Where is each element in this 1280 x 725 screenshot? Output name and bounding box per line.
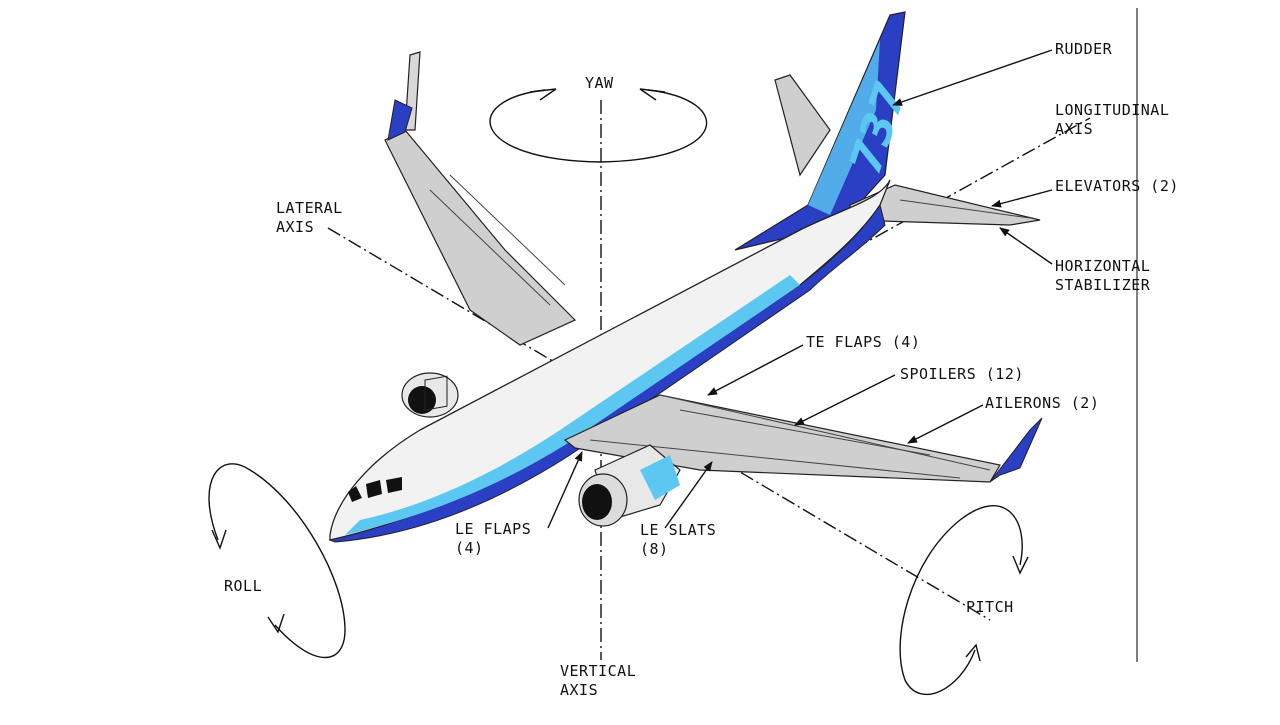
roll-arrowhead-bottom [267, 613, 285, 634]
pitch-arrowhead-bottom [965, 643, 981, 662]
yaw-rotation-arc [489, 89, 708, 163]
le-flaps-label-line1: LE FLAPS [455, 520, 532, 538]
vertical-axis-label-line2: AXIS [560, 681, 599, 699]
cockpit-window-2 [366, 480, 382, 498]
le-slats-leader [664, 461, 713, 529]
aircraft-illustration: 737 [328, 11, 1043, 543]
lateral-axis-label-line1: LATERAL [276, 199, 343, 217]
right-engine-livery [640, 455, 680, 500]
forward-door [424, 375, 448, 411]
te-flaps-leader [707, 344, 804, 396]
rudder-leader [892, 49, 1053, 106]
le-flaps-leader [547, 451, 583, 529]
roll-arrowhead-top [211, 529, 227, 550]
le-slats-label-line2: (8) [640, 540, 669, 558]
pitch-rotation-arc [899, 505, 1023, 696]
pitch-arrowhead-top [1012, 555, 1029, 575]
spoilers-leader [794, 374, 896, 426]
left-wing-flap-line [429, 189, 551, 306]
le-flaps-label-line2: (4) [455, 539, 484, 557]
left-winglet-livery [387, 99, 413, 141]
left-horizontal-stabilizer [774, 74, 831, 177]
right-winglet [989, 417, 1043, 483]
yaw-label: YAW [585, 74, 614, 92]
cockpit-window-1 [348, 486, 362, 502]
longitudinal-axis-label-line1: LONGITUDINAL [1055, 101, 1170, 119]
horizontal-stabilizer-label-line2: STABILIZER [1055, 276, 1151, 294]
roll-rotation-arc [208, 463, 346, 659]
ailerons-leader [907, 404, 984, 444]
yaw-arrowhead-left [529, 88, 557, 101]
longitudinal-axis-label-line2: AXIS [1055, 120, 1094, 138]
fuselage-stripe [345, 275, 800, 535]
horizontal-stabilizer-leader [999, 227, 1053, 265]
roll-label: ROLL [224, 577, 263, 595]
elevators-label: ELEVATORS (2) [1055, 177, 1179, 195]
ailerons-label: AILERONS (2) [985, 394, 1100, 412]
le-slats-label-line1: LE SLATS [640, 521, 717, 539]
rudder-label: RUDDER [1055, 40, 1113, 58]
right-wing-te-line [659, 394, 991, 471]
elevators-leader [991, 189, 1053, 208]
vertical-tail-stripe [808, 40, 880, 215]
right-wing-spoiler-line [679, 409, 931, 456]
tail-number-text: 737 [840, 77, 917, 180]
lateral-axis-label-line2: AXIS [276, 218, 315, 236]
left-wing-spoiler-line [449, 174, 566, 286]
cockpit-window-3 [386, 477, 402, 493]
horizontal-stabilizer-label-line1: HORIZONTAL [1055, 257, 1151, 275]
te-flaps-label: TE FLAPS (4) [806, 333, 921, 351]
spoilers-label: SPOILERS (12) [900, 365, 1024, 383]
right-engine-inlet [582, 484, 612, 520]
elevator-hinge-line [899, 199, 1031, 219]
yaw-arrowhead-right [639, 88, 666, 101]
left-engine-inlet [408, 386, 436, 414]
vertical-axis-label-line1: VERTICAL [560, 662, 637, 680]
pitch-label: PITCH [966, 598, 1014, 616]
